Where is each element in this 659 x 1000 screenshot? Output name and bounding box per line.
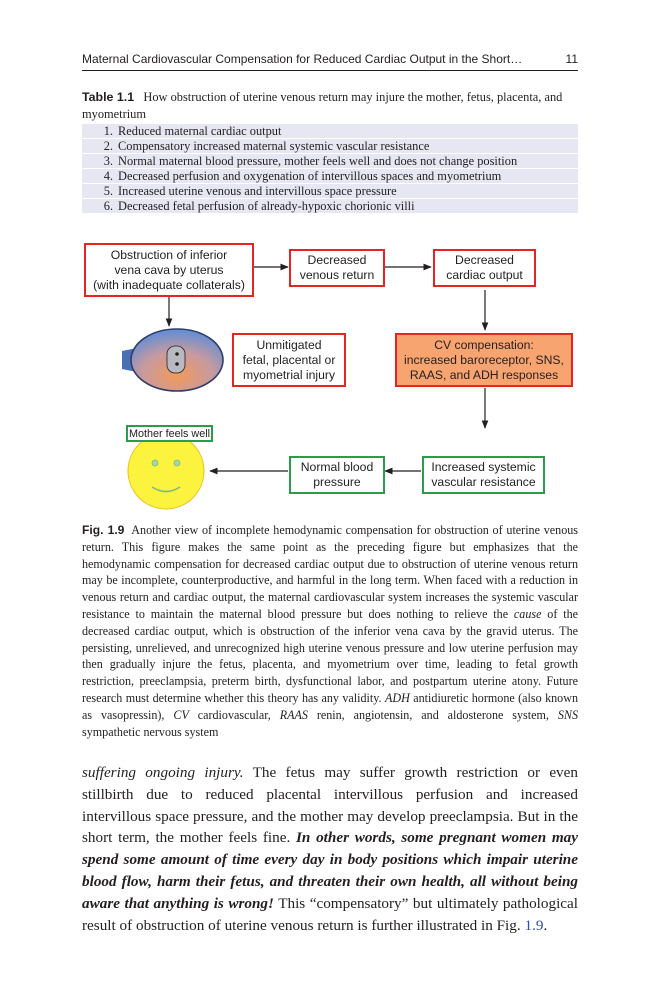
def-adh: antidiuretic hormone (also known as vaso… <box>82 690 578 722</box>
figure-label: Fig. 1.9 <box>82 523 125 537</box>
mother-feels-well-label: Mother feels well <box>126 425 213 442</box>
body-text-1: The fetus may suffer growth restriction … <box>82 764 578 847</box>
table-row: 5.Increased uterine venous and intervill… <box>82 184 578 198</box>
abbr-sns: SNS <box>557 707 578 722</box>
table-row: 2.Compensatory increased maternal system… <box>82 139 578 153</box>
table-row: 3.Normal maternal blood pressure, mother… <box>82 154 578 168</box>
abbr-adh: ADH <box>384 690 410 705</box>
table-label: Table 1.1 <box>82 90 135 104</box>
figure-caption-text-2: of the decreased cardiac output, which i… <box>82 606 578 705</box>
obstruction-box: Obstruction of inferior vena cava by ute… <box>84 243 254 297</box>
page-number: 11 <box>565 52 578 66</box>
table-row: 4.Decreased perfusion and oxygenation of… <box>82 169 578 183</box>
table-caption-text: How obstruction of uterine venous return… <box>82 90 563 121</box>
decreased-cardiac-output-box: Decreased cardiac output <box>433 249 536 287</box>
def-sns: sympathetic nervous system <box>82 724 219 739</box>
figure-caption: Fig. 1.9 Another view of incomplete hemo… <box>82 522 578 740</box>
figure-caption-cause: cause <box>513 606 542 621</box>
figure-caption-text-1: Another view of incomplete hemodynamic c… <box>82 523 579 621</box>
abbr-cv: CV <box>173 707 189 722</box>
table-row: 6.Decreased fetal perfusion of already-h… <box>82 199 578 213</box>
smiley-face-icon <box>127 432 205 510</box>
increased-svr-box: Increased systemic vascular resistance <box>422 456 545 494</box>
table-row: 1.Reduced maternal cardiac output <box>82 124 578 138</box>
diagram-arrows <box>122 263 489 510</box>
abbr-raas: RAAS <box>279 707 308 722</box>
body-end: . <box>543 916 548 934</box>
body-lead-italic: suffering ongoing injury. <box>82 764 244 781</box>
normal-blood-pressure-box: Normal blood pressure <box>289 456 385 494</box>
body-text-2: This “compensatory” but ultimately patho… <box>82 894 579 934</box>
unmitigated-injury-box: Unmitigated fetal, placental or myometri… <box>232 333 346 387</box>
table-1-1: 1.Reduced maternal cardiac output 2.Comp… <box>82 124 578 214</box>
def-raas: renin, angiotensin, and aldosterone syst… <box>316 707 549 722</box>
figure-reference-link[interactable]: 1.9 <box>524 916 544 934</box>
uterus-icon <box>122 328 224 392</box>
table-caption: Table 1.1 How obstruction of uterine ven… <box>82 89 578 123</box>
decreased-venous-return-box: Decreased venous return <box>289 249 385 287</box>
body-paragraph: suffering ongoing injury. The fetus may … <box>82 762 578 936</box>
running-head: Maternal Cardiovascular Compensation for… <box>82 52 578 71</box>
figure-1-9-diagram: Obstruction of inferior vena cava by ute… <box>82 238 578 520</box>
cv-compensation-box: CV compensation: increased baroreceptor,… <box>395 333 573 387</box>
def-cv: cardiovascular, <box>197 707 271 722</box>
body-emphasis: In other words, some pregnant women may … <box>82 829 579 912</box>
running-title: Maternal Cardiovascular Compensation for… <box>82 52 523 66</box>
